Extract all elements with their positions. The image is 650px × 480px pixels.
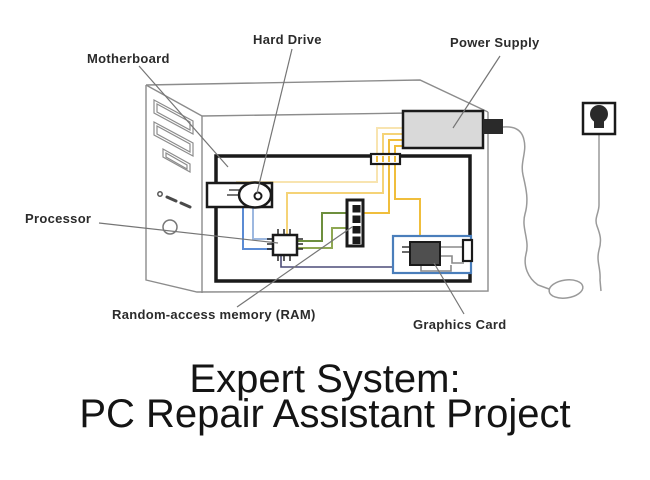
wall-outlet [581, 101, 617, 136]
diagram-title: Expert System: PC Repair Assistant Proje… [0, 357, 650, 436]
leader-lines [98, 48, 501, 315]
case-side-top-edge [201, 112, 411, 117]
wire-cpu-ram-green-light [297, 227, 347, 249]
label-hard-drive: Hard Drive [253, 32, 322, 47]
label-power-supply: Power Supply [450, 35, 540, 50]
case-body-edge [145, 85, 489, 293]
wire-psu-to-ram [364, 139, 410, 214]
gpu-output-connector [461, 238, 474, 263]
cord-loop [548, 279, 584, 299]
pc-case-outline [145, 79, 489, 293]
ram-shape [345, 198, 365, 248]
psu-cord [502, 126, 550, 290]
label-graphics-card: Graphics Card [413, 317, 507, 332]
drive-bay-small-inner [165, 151, 188, 171]
wire-harddrive-blue [242, 207, 273, 250]
leader-power-supply [452, 55, 501, 129]
hard-drive-spindle [253, 191, 263, 201]
processor-shape [267, 229, 303, 261]
label-motherboard: Motherboard [87, 51, 170, 66]
power-header-connector [369, 152, 402, 166]
title-line-2: PC Repair Assistant Project [79, 392, 571, 436]
leader-hard-drive [256, 48, 293, 194]
ram-chips [352, 205, 361, 244]
gpu-traces [420, 246, 464, 272]
drive-bay-2 [153, 120, 194, 158]
power-cords [502, 126, 602, 299]
drive-bay-1 [153, 98, 194, 136]
wires [236, 127, 421, 268]
processor-body [271, 233, 299, 257]
label-processor: Processor [25, 211, 92, 226]
case-top-edge [145, 79, 489, 113]
psu-plug-socket [483, 119, 503, 134]
title-line-1: Expert System: [189, 357, 461, 401]
front-dash-2 [179, 201, 192, 209]
leader-processor [98, 222, 279, 244]
front-dash-1 [165, 195, 178, 203]
leader-graphics-card [433, 262, 465, 315]
outlet-plug-stem [594, 120, 604, 128]
case-front-top-edge [145, 84, 203, 117]
wire-psu-to-processor [286, 133, 410, 234]
wire-psu-to-gpu [394, 145, 421, 237]
hard-drive-shape [205, 181, 274, 209]
outlet-cord [595, 134, 602, 292]
leader-motherboard [138, 65, 229, 168]
drive-bay-1-inner [156, 102, 191, 132]
drive-bay-small [162, 147, 191, 174]
drive-bay-2-inner [156, 124, 191, 154]
wire-harddrive-blue-light [252, 207, 273, 240]
power-header-body [369, 152, 402, 166]
wire-cpu-ram-green-dark [297, 212, 347, 242]
wire-cpu-to-gpu [280, 255, 393, 268]
label-ram: Random-access memory (RAM) [112, 307, 316, 322]
psu-body [401, 109, 485, 150]
outlet-plug-icon [590, 105, 608, 123]
gpu-chip [409, 241, 441, 266]
power-supply-shape [401, 109, 503, 150]
power-header-pins [376, 156, 396, 162]
front-led-dot [157, 191, 163, 197]
leader-ram [236, 226, 353, 308]
case-front-panel [153, 98, 194, 235]
graphics-card-shape [391, 234, 474, 275]
